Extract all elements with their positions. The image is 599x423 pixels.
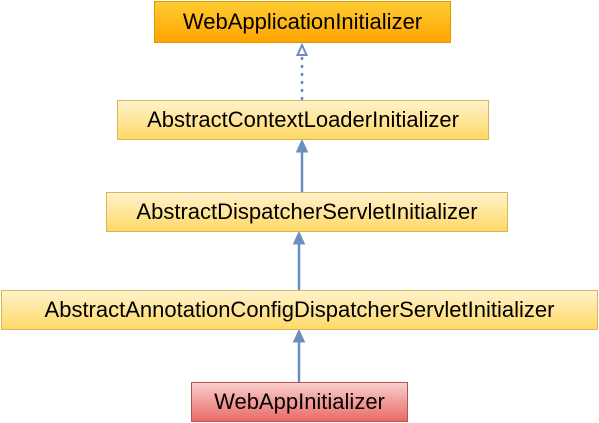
node-abstract-dispatcher-servlet-initializer[interactable]: AbstractDispatcherServletInitializer (106, 192, 508, 232)
edge-inheritance-annotation-to-dispatcher (292, 230, 306, 290)
node-abstract-annotation-config-dispatcher-servlet-initializer[interactable]: AbstractAnnotationConfigDispatcherServle… (1, 290, 598, 330)
node-web-application-initializer[interactable]: WebApplicationInitializer (154, 1, 451, 43)
node-label: AbstractAnnotationConfigDispatcherServle… (44, 297, 555, 322)
edge-realization-context-to-webapp (295, 42, 309, 100)
edge-inheritance-webappinit-to-annotation (292, 328, 306, 382)
node-label: AbstractDispatcherServletInitializer (136, 199, 478, 224)
node-label: WebApplicationInitializer (182, 9, 423, 34)
edge-inheritance-dispatcher-to-context (295, 138, 309, 192)
node-abstract-context-loader-initializer[interactable]: AbstractContextLoaderInitializer (117, 100, 489, 140)
node-label: WebAppInitializer (214, 389, 385, 414)
node-label: AbstractContextLoaderInitializer (147, 107, 459, 132)
node-web-app-initializer[interactable]: WebAppInitializer (191, 382, 408, 422)
